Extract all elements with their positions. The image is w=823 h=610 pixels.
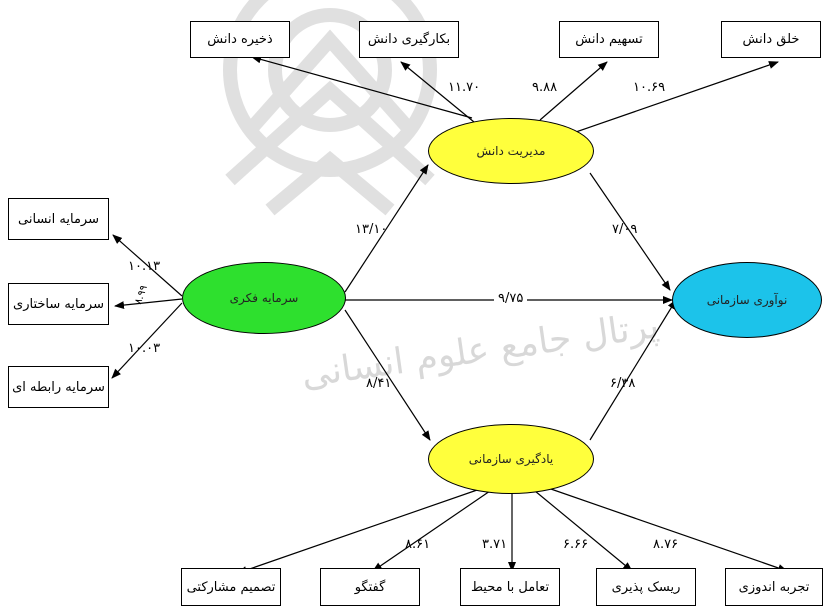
indicator-structural-capital: سرمایه ساختاری xyxy=(8,283,109,325)
coef-ol-oi: ۶/۳۸ xyxy=(610,376,636,391)
indicator-knowledge-sharing: تسهیم دانش xyxy=(559,21,659,58)
arrow-km-share xyxy=(539,61,608,121)
coef-ol-risk: ۶.۶۶ xyxy=(563,537,589,552)
arrow-ic-structural xyxy=(114,298,183,310)
indicator-environment-interaction: تعامل با محیط xyxy=(460,568,560,606)
indicator-relational-capital: سرمایه رابطه ای xyxy=(8,366,109,408)
arrow-ol-dialogue xyxy=(372,490,491,572)
coef-km-apply: ۹.۸۸ xyxy=(532,80,558,95)
arrow-km-create xyxy=(572,61,779,134)
arrow-km-apply xyxy=(400,61,475,123)
indicator-dialogue: گفتگو xyxy=(320,568,420,606)
arrow-ol-risk xyxy=(534,490,633,572)
arrow-ic-human xyxy=(112,234,183,297)
coef-ol-participative: ۸.۶۱ xyxy=(405,537,431,552)
coef-ic-human: ۱۰.۱۳ xyxy=(128,259,161,274)
organizational-learning-node: یادگیری سازمانی xyxy=(428,424,594,494)
arrow-ol-experience xyxy=(547,487,788,572)
coef-ol-dialogue: ۳.۷۱ xyxy=(482,537,508,552)
coef-km-store: ۱۱.۷۰ xyxy=(448,80,481,95)
arrow-ol-oi xyxy=(589,299,677,441)
coef-ic-relational: ۱۰.۰۳ xyxy=(128,341,161,356)
arrow-ic-relational xyxy=(111,302,183,379)
indicator-risk-taking: ریسک پذیری xyxy=(596,568,696,606)
coef-ic-oi: ۹/۷۵ xyxy=(494,291,528,306)
organizational-innovation-node: نوآوری سازمانی xyxy=(672,262,822,338)
coef-ol-experience: ۸.۷۶ xyxy=(653,537,679,552)
arrow-km-oi xyxy=(589,172,671,291)
coef-km-create: ۱۰.۶۹ xyxy=(633,80,666,95)
indicator-knowledge-creation: خلق دانش xyxy=(721,21,821,58)
arrow-ol-participative xyxy=(237,488,481,574)
knowledge-management-node: مدیریت دانش xyxy=(428,118,594,184)
indicator-human-capital: سرمایه انسانی xyxy=(8,198,109,240)
arrow-ic-ol xyxy=(344,309,431,441)
indicator-knowledge-application: بکارگیری دانش xyxy=(359,21,459,58)
arrow-km-store xyxy=(251,55,473,119)
coef-ic-ol: ۸/۴۱ xyxy=(366,376,392,391)
indicator-experience-acquisition: تجربه اندوزی xyxy=(725,568,823,606)
intellectual-capital-node: سرمایه فکری xyxy=(182,262,346,334)
indicator-knowledge-storage: ذخیره دانش xyxy=(190,21,290,58)
coef-km-oi: ۷/۰۹ xyxy=(612,222,638,237)
indicator-participative-decision: تصمیم مشارکتی xyxy=(181,568,281,606)
coef-ic-km: ۱۳/۱۰ xyxy=(355,222,388,237)
arrow-ic-km xyxy=(344,164,429,293)
